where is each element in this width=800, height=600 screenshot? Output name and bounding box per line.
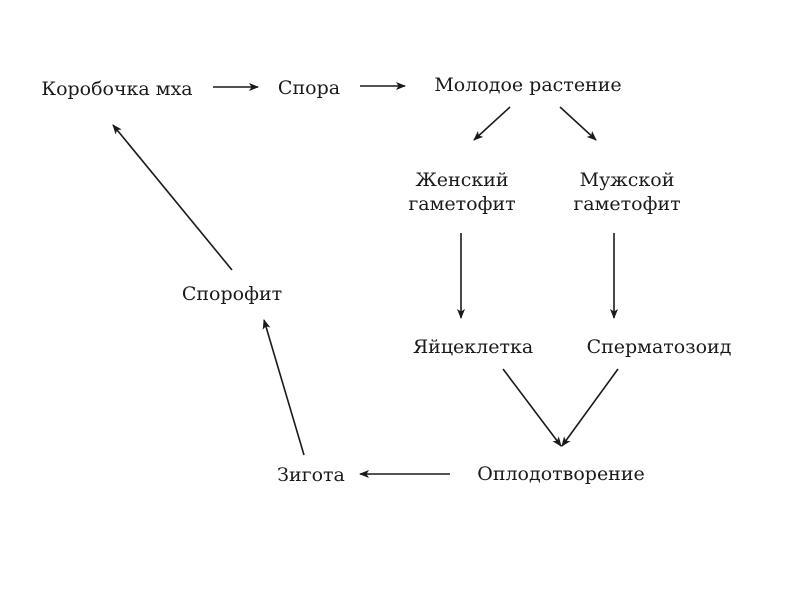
node-spore: Спора	[277, 77, 341, 99]
node-moss-capsule: Коробочка мха	[41, 78, 193, 100]
arrow-zygote-to-sporophyte	[262, 319, 305, 456]
arrow-sporophyte-to-capsule	[112, 124, 233, 271]
node-male-gametophyte: Мужской гаметофит	[573, 169, 681, 215]
arrow-young-plant-to-male	[559, 106, 597, 141]
node-sperm: Сперматозоид	[586, 336, 732, 358]
node-sporophyte: Спорофит	[181, 283, 283, 305]
arrow-egg-to-fertilization	[502, 368, 562, 447]
node-egg-cell: Яйцеклетка	[412, 336, 534, 358]
arrow-sperm-to-fertilization	[561, 368, 619, 447]
node-young-plant: Молодое растение	[434, 74, 622, 96]
node-zygote: Зигота	[277, 464, 345, 486]
node-female-gametophyte: Женский гаметофит	[408, 169, 516, 215]
arrow-young-plant-to-female	[473, 106, 511, 141]
node-fertilization: Оплодотворение	[477, 463, 645, 485]
